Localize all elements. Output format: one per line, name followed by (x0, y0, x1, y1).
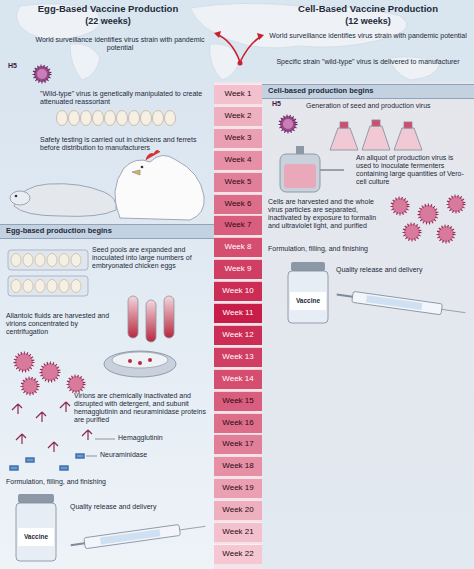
step-text: Virions are chemically inactivated and d… (74, 392, 210, 424)
week-box: Week 20 (214, 500, 262, 520)
step-text: Seed pools are expanded and inoculated i… (92, 246, 210, 270)
week-label: Week 12 (222, 331, 253, 340)
phase-band: Cell-based production begins (262, 84, 474, 99)
week-label: Week 2 (225, 112, 252, 121)
week-label: Week 9 (225, 265, 252, 274)
week-box: Week 18 (214, 456, 262, 476)
part-label: Neuraminidase (100, 451, 190, 459)
week-label: Week 4 (225, 156, 252, 165)
column-heading: (22 weeks) (6, 16, 210, 26)
week-label: Week 19 (222, 484, 253, 493)
week-box: Week 8 (214, 237, 262, 257)
week-label: Week 20 (222, 506, 253, 515)
week-label: Week 8 (225, 243, 252, 252)
week-label: Week 17 (222, 440, 253, 449)
step-text: Safety testing is carried out in chicken… (40, 136, 210, 152)
step-text: World surveillance identifies virus stra… (30, 36, 210, 52)
week-label: Week 5 (225, 178, 252, 187)
week-label: Week 21 (222, 528, 253, 537)
week-box: Week 16 (214, 413, 262, 433)
vial-label: Vaccine (18, 533, 54, 540)
week-box: Week 14 (214, 369, 262, 389)
week-label: Week 6 (225, 200, 252, 209)
week-box: Week 15 (214, 391, 262, 411)
step-text: "Wild-type" virus is genetically manipul… (40, 90, 210, 106)
week-box: Week 17 (214, 434, 262, 454)
step-text: Formulation, filling, and finishing (6, 478, 206, 486)
week-label: Week 1 (225, 90, 252, 99)
week-label: Week 10 (222, 287, 253, 296)
week-box: Week 6 (214, 194, 262, 214)
week-label: Week 16 (222, 419, 253, 428)
week-label: Week 15 (222, 397, 253, 406)
column-heading: Egg-Based Vaccine Production (6, 4, 210, 15)
band-label: Egg-based production begins (6, 227, 208, 236)
week-label: Week 22 (222, 550, 253, 559)
vial-label: Vaccine (290, 297, 326, 304)
strain-label: H5 (8, 62, 28, 70)
step-text: Specific strain "wild-type" virus is del… (268, 58, 468, 66)
week-box: Week 19 (214, 478, 262, 498)
week-label: Week 11 (223, 309, 254, 318)
step-text: Quality release and delivery (70, 503, 206, 511)
week-label: Week 13 (222, 353, 253, 362)
week-box: Week 10 (214, 281, 262, 301)
step-text: Allantoic fluids are harvested and virio… (6, 312, 110, 336)
week-box: Week 21 (214, 522, 262, 542)
week-label: Week 7 (225, 221, 252, 230)
step-text: Generation of seed and production virus (306, 102, 466, 110)
strain-label: H5 (272, 100, 292, 108)
step-text: Quality release and delivery (336, 266, 468, 274)
phase-band: Egg-based production begins (0, 224, 214, 239)
week-box: Week 13 (214, 347, 262, 367)
step-text: Cells are harvested and the whole virus … (268, 198, 382, 230)
step-text: Formulation, filling, and finishing (268, 245, 468, 253)
column-heading: (12 weeks) (266, 16, 470, 26)
week-box: Week 2 (214, 106, 262, 126)
week-box: Week 12 (214, 325, 262, 345)
week-box: Week 7 (214, 215, 262, 235)
week-label: Week 18 (222, 462, 253, 471)
week-label: Week 3 (225, 134, 252, 143)
step-text: An aliquot of production virus is used t… (356, 154, 470, 186)
week-box: Week 9 (214, 259, 262, 279)
week-box: Week 22 (214, 544, 262, 564)
column-heading: Cell-Based Vaccine Production (266, 4, 470, 15)
week-label: Week 14 (222, 375, 253, 384)
week-box: Week 3 (214, 128, 262, 148)
week-box: Week 11 (214, 303, 262, 323)
week-box: Week 4 (214, 150, 262, 170)
part-label: Hemagglutinin (118, 434, 208, 442)
week-box: Week 5 (214, 172, 262, 192)
band-label: Cell-based production begins (268, 87, 468, 96)
week-box: Week 1 (214, 84, 262, 104)
step-text: World surveillance identifies virus stra… (268, 32, 468, 40)
